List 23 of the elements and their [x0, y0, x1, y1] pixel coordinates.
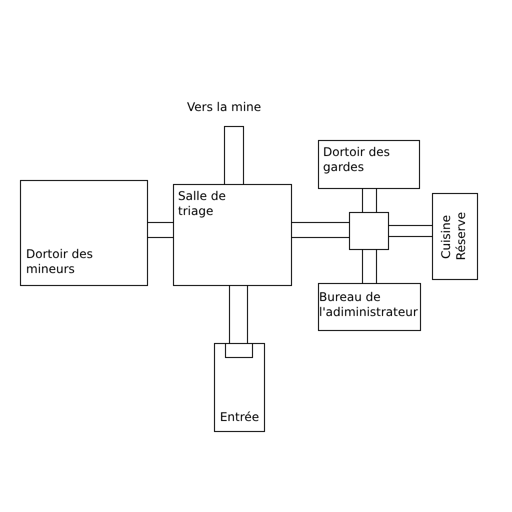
direction-label: Vers la mine	[187, 100, 262, 115]
room-box	[318, 283, 421, 331]
room-box	[214, 343, 265, 432]
corridor-rect	[291, 222, 350, 238]
corridor-rect	[224, 126, 244, 185]
corridor-rect	[362, 249, 377, 284]
room-name: Dortoir des mineurs	[26, 247, 94, 277]
room-name: Réserve	[454, 212, 469, 261]
room-name: Salle de triage	[178, 189, 227, 219]
corridor-rect	[362, 188, 377, 213]
room-box	[318, 140, 420, 189]
room-name: Entrée	[220, 410, 260, 425]
corridor-rect	[229, 285, 248, 344]
corridor-rect	[225, 343, 253, 358]
room-name: Dortoir des gardes	[323, 145, 391, 175]
room-box	[20, 180, 148, 286]
room-box	[173, 184, 292, 286]
room-name: Cuisine	[439, 214, 454, 258]
corridor-rect	[147, 222, 174, 238]
corridor-rect	[349, 212, 389, 250]
room-box	[432, 193, 478, 280]
corridor-rect	[388, 225, 433, 237]
room-name: Bureau de l'adiministrateur	[319, 290, 419, 320]
